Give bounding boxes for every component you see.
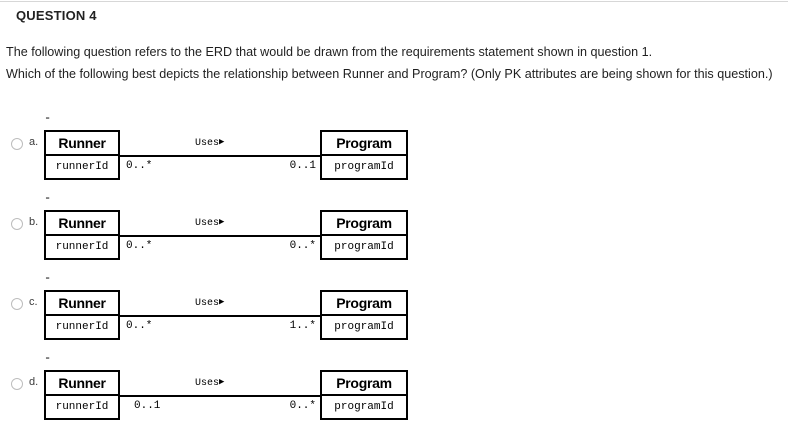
entity-attribute-runnerid: runnerId bbox=[46, 154, 118, 178]
dash-mark: - bbox=[44, 111, 52, 125]
multiplicity-left: 0..* bbox=[126, 160, 153, 172]
entity-attribute-programid: programId bbox=[322, 234, 406, 258]
multiplicity-left: 0..* bbox=[126, 320, 153, 332]
dash-mark: - bbox=[44, 191, 52, 205]
page-title: QUESTION 4 bbox=[16, 8, 97, 23]
relationship-label: Uses▶ bbox=[194, 377, 226, 389]
relationship-direction-arrow-icon: ▶ bbox=[219, 377, 225, 387]
multiplicity-right: 0..* bbox=[289, 240, 316, 252]
entity-attribute-programid: programId bbox=[322, 314, 406, 338]
relationship-direction-arrow-icon: ▶ bbox=[219, 297, 225, 307]
multiplicity-right: 0..1 bbox=[289, 160, 316, 172]
entity-name-program: Program bbox=[322, 212, 406, 234]
entity-name-runner: Runner bbox=[46, 292, 118, 314]
entity-attribute-programid: programId bbox=[322, 394, 406, 418]
prompt-line-2: Which of the following best depicts the … bbox=[6, 67, 773, 81]
relationship-label-text: Uses bbox=[195, 378, 220, 389]
multiplicity-left: 0..* bbox=[126, 240, 153, 252]
relationship-label: Uses▶ bbox=[194, 137, 226, 149]
radio-button-c[interactable] bbox=[11, 298, 23, 310]
relationship-line bbox=[120, 155, 360, 157]
radio-button-a[interactable] bbox=[11, 138, 23, 150]
radio-button-d[interactable] bbox=[11, 378, 23, 390]
prompt-line-1: The following question refers to the ERD… bbox=[6, 45, 653, 59]
option-letter: d. bbox=[29, 376, 39, 388]
option-letter: c. bbox=[29, 296, 38, 308]
relationship-label-text: Uses bbox=[195, 138, 220, 149]
top-divider bbox=[0, 1, 788, 2]
entity-name-runner: Runner bbox=[46, 132, 118, 154]
multiplicity-left: 0..1 bbox=[134, 400, 161, 412]
entity-name-runner: Runner bbox=[46, 212, 118, 234]
entity-attribute-runnerid: runnerId bbox=[46, 234, 118, 258]
relationship-label-text: Uses bbox=[195, 218, 220, 229]
option-letter: a. bbox=[29, 136, 39, 148]
relationship-line bbox=[120, 235, 360, 237]
relationship-direction-arrow-icon: ▶ bbox=[219, 137, 225, 147]
entity-attribute-runnerid: runnerId bbox=[46, 394, 118, 418]
option-letter: b. bbox=[29, 216, 39, 228]
relationship-label: Uses▶ bbox=[194, 217, 226, 229]
question-prompt: The following question refers to the ERD… bbox=[6, 44, 782, 88]
relationship-direction-arrow-icon: ▶ bbox=[219, 217, 225, 227]
entity-name-runner: Runner bbox=[46, 372, 118, 394]
radio-button-b[interactable] bbox=[11, 218, 23, 230]
multiplicity-right: 1..* bbox=[289, 320, 316, 332]
entity-name-program: Program bbox=[322, 372, 406, 394]
entity-name-program: Program bbox=[322, 292, 406, 314]
dash-mark: - bbox=[44, 271, 52, 285]
entity-attribute-runnerid: runnerId bbox=[46, 314, 118, 338]
entity-name-program: Program bbox=[322, 132, 406, 154]
relationship-label-text: Uses bbox=[195, 298, 220, 309]
multiplicity-right: 0..* bbox=[289, 400, 316, 412]
relationship-line bbox=[120, 395, 360, 397]
relationship-line bbox=[120, 315, 360, 317]
relationship-label: Uses▶ bbox=[194, 297, 226, 309]
entity-attribute-programid: programId bbox=[322, 154, 406, 178]
dash-mark: - bbox=[44, 351, 52, 365]
